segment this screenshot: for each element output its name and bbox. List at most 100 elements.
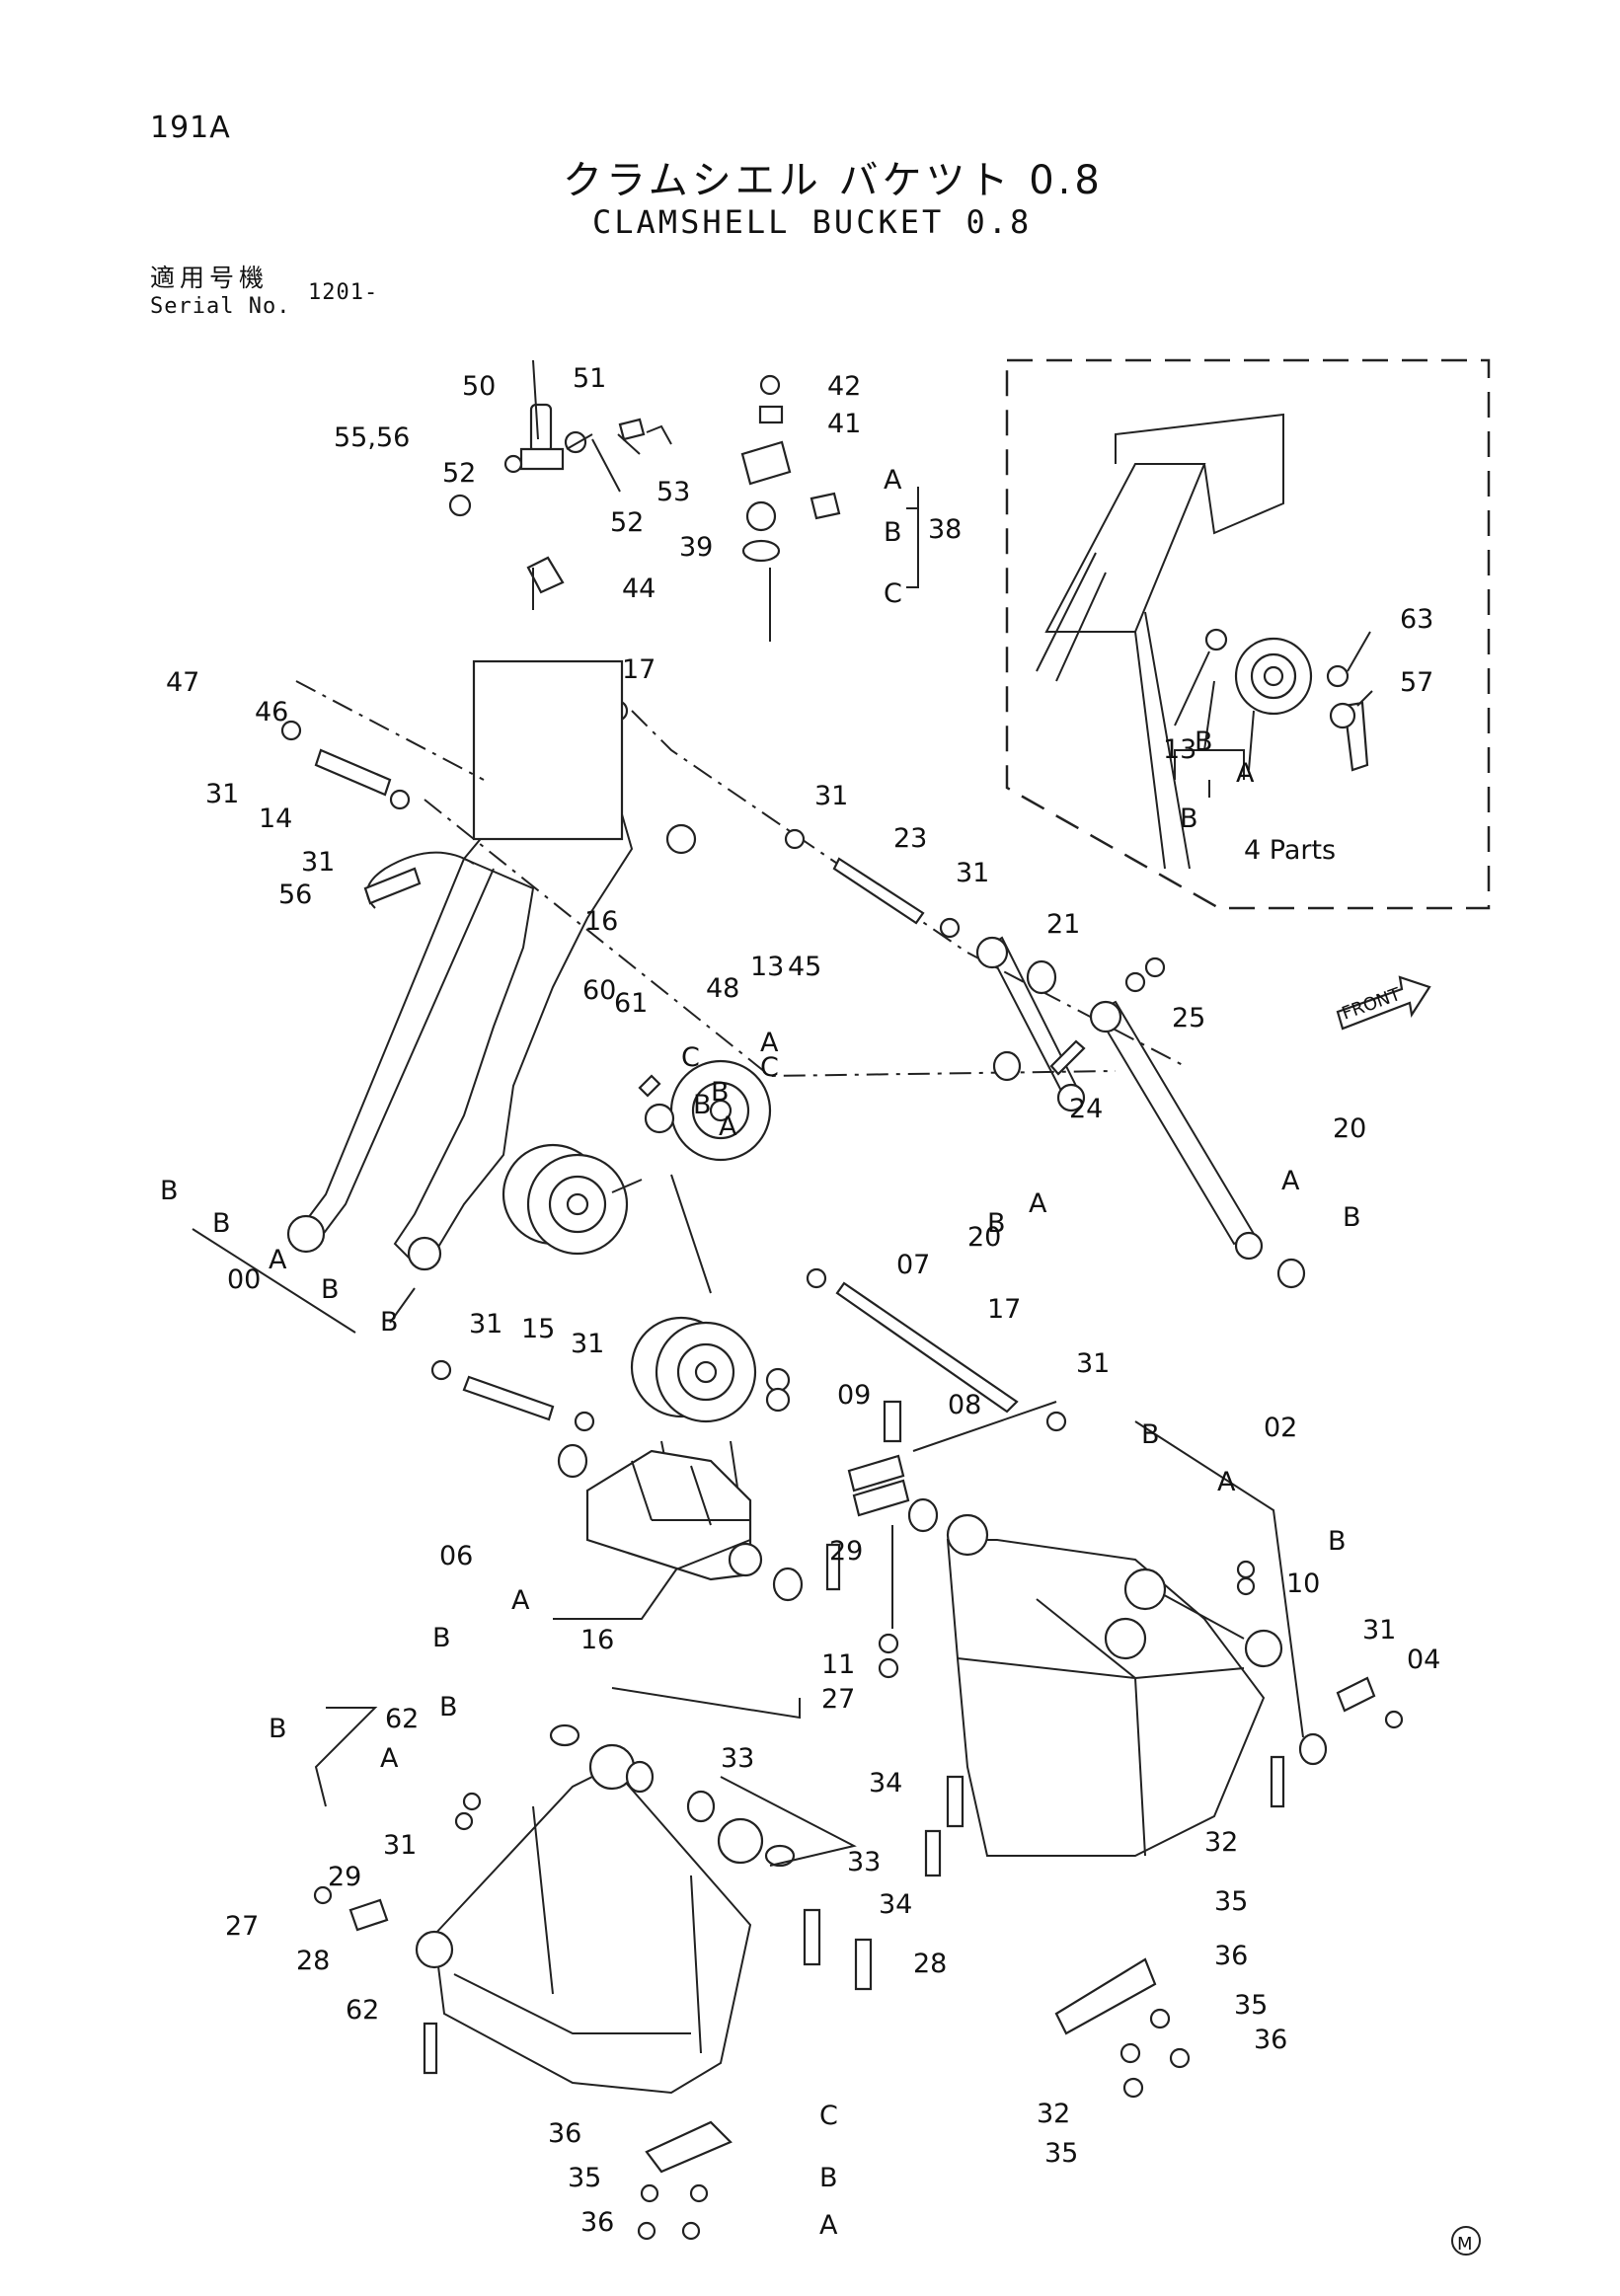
callout-label: 57 xyxy=(1400,667,1433,698)
inset-box xyxy=(1005,358,1491,910)
callout-label: B xyxy=(1195,727,1213,757)
callout-label: 36 xyxy=(1214,1941,1248,1971)
callout-label: 56 xyxy=(278,880,312,910)
callout-label: B xyxy=(711,1077,730,1108)
callout-label: B xyxy=(819,2163,838,2193)
callout-label: B xyxy=(1141,1419,1160,1450)
callout-label: 24 xyxy=(1069,1094,1103,1124)
title-japanese: クラムシエル バケツト 0.8 xyxy=(563,158,1104,203)
callout-label: 52 xyxy=(610,507,644,538)
callout-label: 10 xyxy=(1286,1569,1320,1599)
serial-label-japanese: 適用号機 xyxy=(150,264,270,292)
callout-label: 44 xyxy=(622,574,656,604)
callout-label: 13 xyxy=(750,952,784,982)
callout-label: 16 xyxy=(584,906,618,937)
shell-right xyxy=(907,1497,1404,1857)
callout-label: 27 xyxy=(821,1684,855,1715)
callout-label: 29 xyxy=(328,1862,361,1892)
top-hardware xyxy=(448,374,841,703)
callout-label: A xyxy=(511,1585,530,1616)
callout-label: 48 xyxy=(706,973,739,1004)
callout-label: 11 xyxy=(821,1649,855,1680)
shell-left xyxy=(313,1723,796,2095)
callout-label: 35 xyxy=(568,2163,601,2193)
callout-label: 42 xyxy=(827,371,861,402)
callout-label: 33 xyxy=(721,1743,754,1774)
callout-label: 25 xyxy=(1172,1003,1205,1033)
callout-label: B xyxy=(380,1307,399,1338)
callout-label: 04 xyxy=(1407,1645,1440,1675)
callout-label: 02 xyxy=(1264,1413,1297,1443)
callout-label: 47 xyxy=(166,667,199,698)
inset-caption: 4 Parts xyxy=(1244,835,1336,866)
callout-label: 63 xyxy=(1400,604,1433,635)
callout-label: 61 xyxy=(614,988,648,1019)
m-mark: M xyxy=(1457,2234,1473,2255)
callout-label: B xyxy=(269,1714,287,1744)
callout-label: 62 xyxy=(385,1704,419,1734)
callout-label: 53 xyxy=(656,477,690,507)
callout-label: B xyxy=(212,1208,231,1239)
callout-label: 06 xyxy=(439,1541,473,1571)
callout-label: A xyxy=(269,1245,287,1275)
callout-label: 36 xyxy=(1254,2025,1287,2055)
front-arrow-icon xyxy=(1336,975,1431,1031)
callout-label: 31 xyxy=(1362,1615,1396,1645)
callout-label: 31 xyxy=(383,1830,417,1861)
callout-label: 36 xyxy=(580,2207,614,2238)
callout-label: C xyxy=(681,1042,700,1073)
callout-label: 31 xyxy=(1076,1348,1110,1379)
callout-label: B xyxy=(1343,1202,1361,1233)
callout-label: B xyxy=(693,1090,712,1120)
callout-label: A xyxy=(1029,1188,1047,1219)
callout-label: C xyxy=(884,578,902,609)
callout-label: 31 xyxy=(956,858,989,888)
callout-label: 32 xyxy=(1037,2099,1070,2129)
serial-label-english: Serial No. xyxy=(150,294,291,319)
callout-label: B xyxy=(1180,804,1198,834)
callout-label: 31 xyxy=(571,1329,604,1359)
callout-label: 62 xyxy=(346,1995,379,2026)
callout-label: B xyxy=(884,517,902,548)
callout-label: 14 xyxy=(259,804,292,834)
callout-label: 50 xyxy=(462,371,496,402)
callout-label: A xyxy=(1217,1467,1236,1497)
callout-label: A xyxy=(819,2210,838,2241)
sheaves xyxy=(501,1059,791,1423)
sheave-block xyxy=(557,1443,841,1602)
callout-label: A xyxy=(719,1111,737,1142)
inset-assembly xyxy=(1036,413,1369,870)
callout-label: 33 xyxy=(847,1847,881,1877)
upper-frame xyxy=(286,659,697,1271)
callout-label: 17 xyxy=(987,1294,1021,1325)
callout-label: 31 xyxy=(205,779,239,809)
callout-label: 16 xyxy=(580,1625,614,1655)
callout-label: B xyxy=(432,1623,451,1653)
callout-label: 17 xyxy=(622,654,656,685)
page-code: 191A xyxy=(150,111,231,145)
callout-label: 31 xyxy=(814,781,848,811)
link-arms xyxy=(975,936,1306,1289)
callout-label: 09 xyxy=(837,1380,871,1411)
callout-label: 35 xyxy=(1214,1886,1248,1917)
callout-label: 23 xyxy=(893,823,927,854)
callout-label: A xyxy=(380,1743,399,1774)
callout-label: 32 xyxy=(1204,1827,1238,1858)
callout-label: 28 xyxy=(296,1946,330,1976)
callout-label: 46 xyxy=(255,697,288,727)
callout-label: 08 xyxy=(948,1390,981,1420)
callout-label: 00 xyxy=(227,1264,261,1295)
callout-label: A xyxy=(884,465,902,496)
callout-label: C xyxy=(760,1052,779,1083)
callout-label: B xyxy=(439,1692,458,1722)
callout-label: 31 xyxy=(469,1309,502,1339)
callout-label: 20 xyxy=(967,1222,1001,1253)
callout-label: 20 xyxy=(1333,1113,1366,1144)
callout-label: A xyxy=(1236,758,1255,789)
callout-label: A xyxy=(760,1028,779,1058)
callout-label: 27 xyxy=(225,1911,259,1942)
callout-label: C xyxy=(819,2101,838,2131)
callout-label: 52 xyxy=(442,458,476,489)
